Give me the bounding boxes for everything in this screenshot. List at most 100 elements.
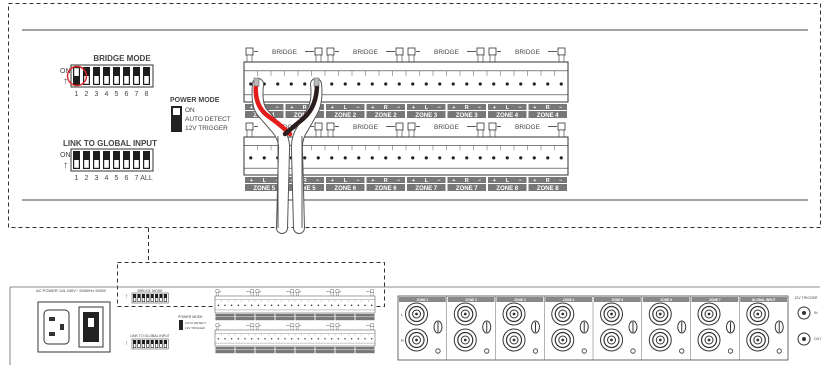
screw-terminal[interactable]	[465, 82, 469, 86]
rca-jack[interactable]	[502, 302, 526, 326]
gain-knob[interactable]	[725, 320, 735, 334]
panel-bridge-dip[interactable]	[131, 292, 169, 304]
screw-terminal[interactable]	[324, 338, 326, 340]
screw-terminal[interactable]	[357, 82, 361, 86]
screw-terminal[interactable]	[546, 156, 550, 160]
screw-terminal[interactable]	[384, 156, 388, 160]
screw-terminal[interactable]	[370, 338, 373, 340]
screw-terminal[interactable]	[532, 156, 536, 160]
screw-terminal[interactable]	[330, 82, 334, 86]
screw-terminal[interactable]	[270, 338, 273, 340]
panel-link-dip[interactable]	[131, 338, 169, 350]
screw-terminal[interactable]	[224, 338, 226, 340]
screw-terminal[interactable]	[397, 82, 401, 86]
rca-jack[interactable]	[697, 328, 721, 352]
gain-knob[interactable]	[433, 320, 443, 334]
screw-terminal[interactable]	[519, 82, 523, 86]
screw-terminal[interactable]	[316, 156, 320, 160]
screw-terminal[interactable]	[451, 156, 455, 160]
rca-jack[interactable]	[453, 302, 477, 326]
screw-terminal[interactable]	[249, 156, 253, 160]
screw-terminal[interactable]	[304, 304, 306, 307]
screw-terminal[interactable]	[257, 304, 260, 307]
screw-terminal[interactable]	[478, 156, 482, 160]
screw-terminal[interactable]	[330, 304, 333, 307]
screw-terminal[interactable]	[492, 82, 496, 86]
screw-terminal[interactable]	[505, 82, 509, 86]
rca-jack[interactable]	[453, 328, 477, 352]
screw-terminal[interactable]	[249, 82, 253, 86]
screw-terminal[interactable]	[411, 82, 415, 86]
gain-knob[interactable]	[774, 320, 784, 334]
gain-knob[interactable]	[628, 320, 638, 334]
screw-terminal[interactable]	[264, 338, 266, 340]
screw-terminal[interactable]	[303, 82, 307, 86]
rca-jack[interactable]	[746, 302, 770, 326]
rca-jack[interactable]	[551, 328, 575, 352]
screw-terminal[interactable]	[411, 156, 415, 160]
screw-terminal[interactable]	[250, 338, 253, 340]
screw-terminal[interactable]	[478, 82, 482, 86]
screw-terminal[interactable]	[284, 304, 286, 307]
screw-terminal[interactable]	[277, 338, 280, 340]
screw-terminal[interactable]	[384, 82, 388, 86]
screw-terminal[interactable]	[337, 338, 340, 340]
rca-jack[interactable]	[405, 328, 429, 352]
screw-terminal[interactable]	[237, 338, 240, 340]
screw-terminal[interactable]	[343, 82, 347, 86]
screw-terminal[interactable]	[230, 304, 233, 307]
screw-terminal[interactable]	[310, 304, 313, 307]
screw-terminal[interactable]	[284, 338, 286, 340]
screw-terminal[interactable]	[317, 338, 320, 340]
gain-knob[interactable]	[677, 320, 687, 334]
screw-terminal[interactable]	[337, 304, 340, 307]
screw-terminal[interactable]	[297, 338, 300, 340]
rca-jack[interactable]	[746, 328, 770, 352]
screw-terminal[interactable]	[370, 82, 374, 86]
screw-terminal[interactable]	[424, 156, 428, 160]
rca-jack[interactable]	[405, 302, 429, 326]
screw-terminal[interactable]	[438, 156, 442, 160]
screw-terminal[interactable]	[451, 82, 455, 86]
power-mode-switch[interactable]	[171, 106, 182, 132]
screw-terminal[interactable]	[297, 304, 300, 307]
rca-jack[interactable]	[648, 302, 672, 326]
screw-terminal[interactable]	[559, 82, 563, 86]
screw-terminal[interactable]	[290, 304, 293, 307]
screw-terminal[interactable]	[438, 82, 442, 86]
screw-terminal[interactable]	[330, 156, 334, 160]
screw-terminal[interactable]	[505, 156, 509, 160]
rca-jack[interactable]	[551, 302, 575, 326]
screw-terminal[interactable]	[264, 304, 266, 307]
rca-jack[interactable]	[502, 328, 526, 352]
screw-terminal[interactable]	[350, 338, 353, 340]
screw-terminal[interactable]	[224, 304, 226, 307]
screw-terminal[interactable]	[357, 304, 360, 307]
screw-terminal[interactable]	[276, 82, 280, 86]
screw-terminal[interactable]	[559, 156, 563, 160]
screw-terminal[interactable]	[465, 156, 469, 160]
screw-terminal[interactable]	[303, 156, 307, 160]
screw-terminal[interactable]	[357, 156, 361, 160]
screw-terminal[interactable]	[357, 338, 360, 340]
screw-terminal[interactable]	[343, 156, 347, 160]
panel-power-mode-switch[interactable]	[179, 320, 183, 330]
gain-knob[interactable]	[482, 320, 492, 334]
screw-terminal[interactable]	[217, 304, 220, 307]
screw-terminal[interactable]	[310, 338, 313, 340]
screw-terminal[interactable]	[424, 82, 428, 86]
screw-terminal[interactable]	[237, 304, 240, 307]
screw-terminal[interactable]	[262, 156, 266, 160]
screw-terminal[interactable]	[364, 304, 366, 307]
screw-terminal[interactable]	[370, 156, 374, 160]
screw-terminal[interactable]	[532, 82, 536, 86]
screw-terminal[interactable]	[289, 82, 293, 86]
screw-terminal[interactable]	[330, 338, 333, 340]
rca-jack[interactable]	[600, 302, 624, 326]
screw-terminal[interactable]	[317, 304, 320, 307]
screw-terminal[interactable]	[217, 338, 220, 340]
screw-terminal[interactable]	[344, 304, 346, 307]
